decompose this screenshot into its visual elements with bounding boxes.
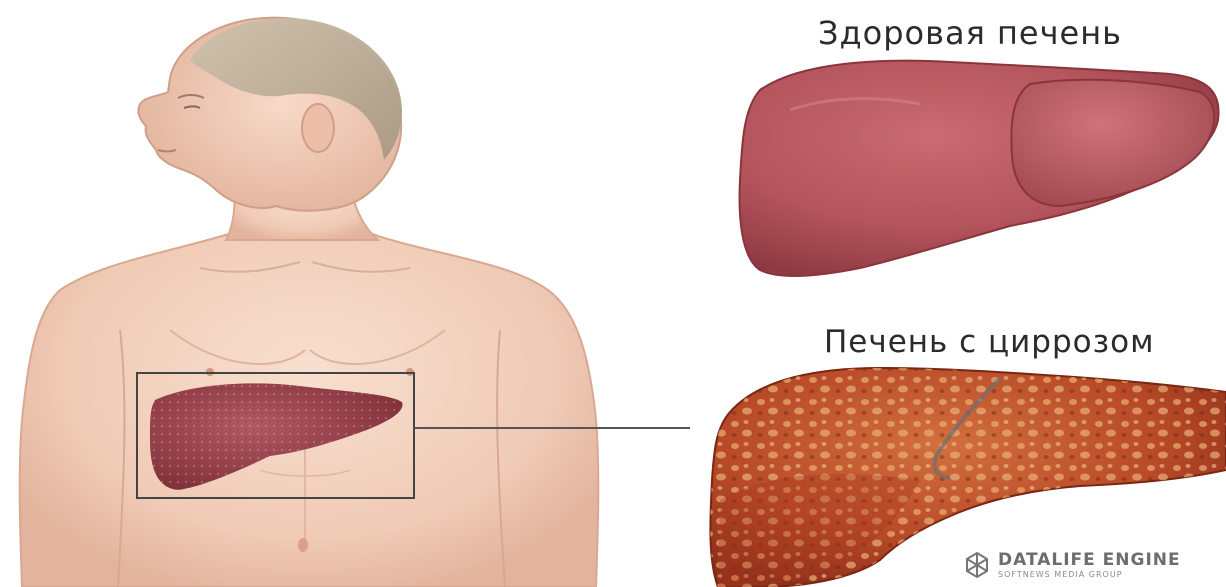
healthy-liver	[740, 61, 1219, 276]
watermark-title: DATALIFE ENGINE	[998, 552, 1181, 569]
healthy-liver-label: Здоровая печень	[818, 14, 1122, 52]
watermark: DATALIFE ENGINE SOFTNEWS MEDIA GROUP	[962, 550, 1181, 580]
watermark-subtitle: SOFTNEWS MEDIA GROUP	[998, 571, 1181, 579]
datalife-logo-icon	[962, 550, 992, 580]
cirrhosis-liver-label: Печень с циррозом	[824, 324, 1154, 360]
human-figure	[20, 18, 599, 587]
watermark-text: DATALIFE ENGINE SOFTNEWS MEDIA GROUP	[998, 552, 1181, 579]
